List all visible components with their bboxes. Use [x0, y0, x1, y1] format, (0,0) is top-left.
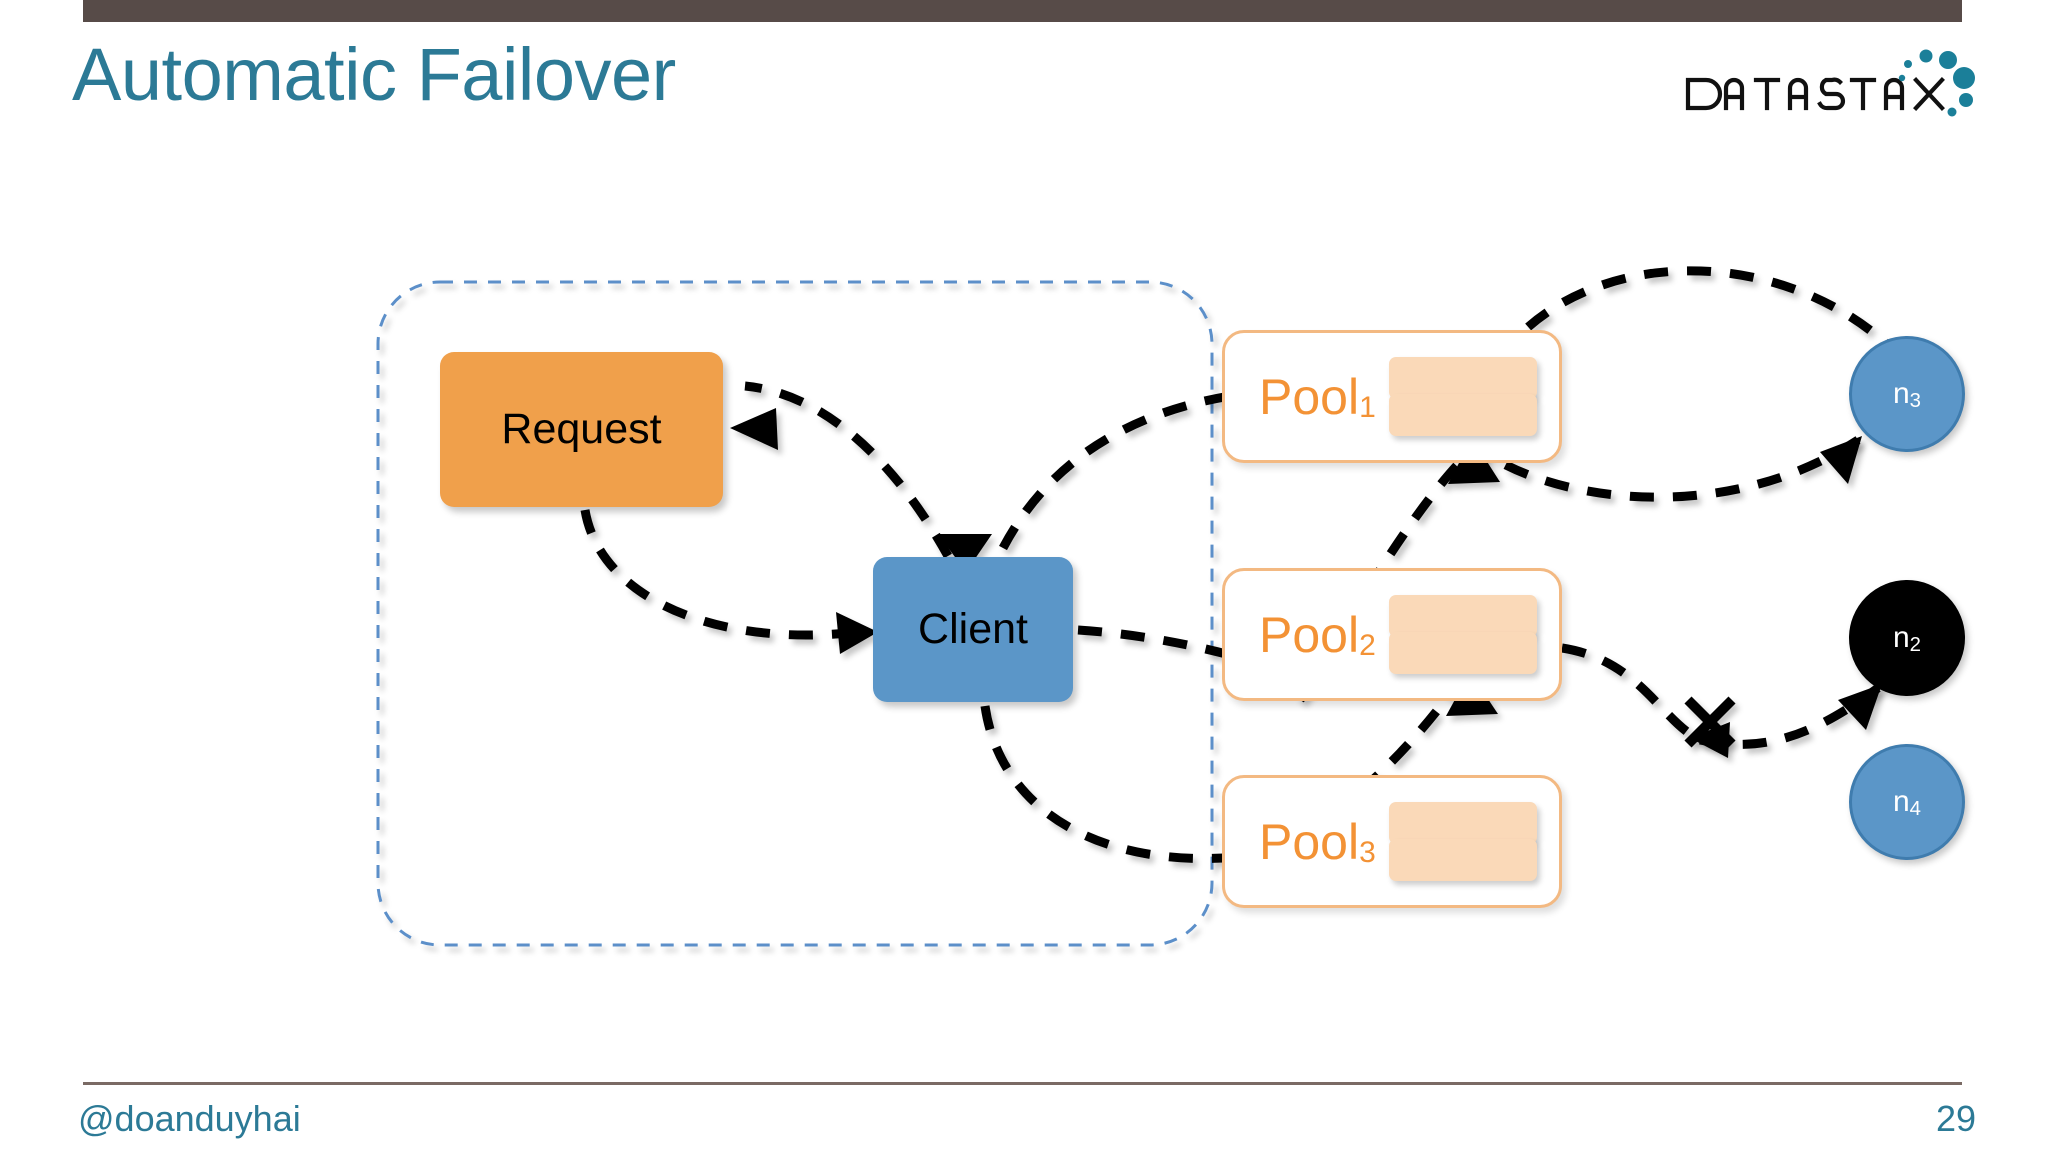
edge-client-to-request: [744, 381, 952, 559]
edge-n2-inbound: [1699, 684, 1881, 749]
arrowhead-into-client-left: [836, 612, 878, 654]
cluster-node-n4-label: n4: [1892, 785, 1922, 820]
pool-2-label: Pool2: [1259, 606, 1376, 664]
pool-3-connection-1: [1389, 802, 1537, 844]
client-box-label: Client: [918, 605, 1028, 653]
pool-3-name: Pool: [1259, 813, 1360, 870]
cluster-node-n3-label: n3: [1892, 377, 1922, 412]
cluster-node-n3-index: 3: [1909, 389, 1922, 412]
pool-1-label: Pool1: [1259, 368, 1376, 426]
cluster-node-n4[interactable]: n4: [1849, 744, 1965, 860]
broken-link-x-icon: [1684, 696, 1736, 748]
cluster-node-n2[interactable]: n2: [1849, 580, 1965, 696]
page-number: 29: [1935, 1098, 1976, 1139]
pool-1-connection-2: [1389, 394, 1537, 436]
arrowhead-into-n2: [1838, 684, 1882, 730]
cluster-node-n3-name: n: [1892, 377, 1910, 410]
pool-2-connection-1: [1389, 595, 1537, 637]
pool-3-connection-2: [1389, 839, 1537, 881]
pool-3[interactable]: Pool3: [1222, 775, 1562, 908]
edge-pool2-to-n2: [1561, 643, 1703, 745]
cluster-node-n3[interactable]: n3: [1849, 336, 1965, 452]
pool-3-index: 3: [1359, 836, 1376, 870]
pool-2-connection-2: [1389, 632, 1537, 674]
pool-1-index: 1: [1359, 391, 1376, 425]
arrowhead-broken-link: [1690, 722, 1730, 758]
pool-2[interactable]: Pool2: [1222, 568, 1562, 701]
arrowhead-into-n3: [1820, 436, 1862, 484]
pool-3-label: Pool3: [1259, 813, 1376, 871]
cluster-node-n2-index: 2: [1909, 633, 1922, 656]
arrowhead-into-request: [730, 408, 778, 450]
pool-1-connection-1: [1389, 357, 1537, 399]
cluster-node-n4-index: 4: [1909, 797, 1922, 820]
footer-handle: @doanduyhai: [78, 1098, 301, 1139]
pool-2-index: 2: [1359, 629, 1376, 663]
edge-request-to-client: [580, 509, 859, 640]
cluster-node-n4-name: n: [1892, 785, 1910, 818]
request-box-label: Request: [501, 405, 662, 453]
page-title: Automatic Failover: [72, 33, 676, 116]
pool-1[interactable]: Pool1: [1222, 330, 1562, 463]
pool-2-name: Pool: [1259, 606, 1360, 663]
cluster-node-n2-name: n: [1892, 621, 1910, 654]
cluster-node-n2-label: n2: [1892, 621, 1922, 656]
edge-client-to-pool3: [980, 705, 1251, 863]
request-box[interactable]: Request: [440, 352, 723, 507]
pool-1-name: Pool: [1259, 368, 1360, 425]
datastax-logo: [1680, 42, 2000, 122]
top-accent-bar: [83, 0, 1962, 22]
client-box[interactable]: Client: [873, 557, 1073, 702]
footer-divider: [83, 1082, 1962, 1085]
